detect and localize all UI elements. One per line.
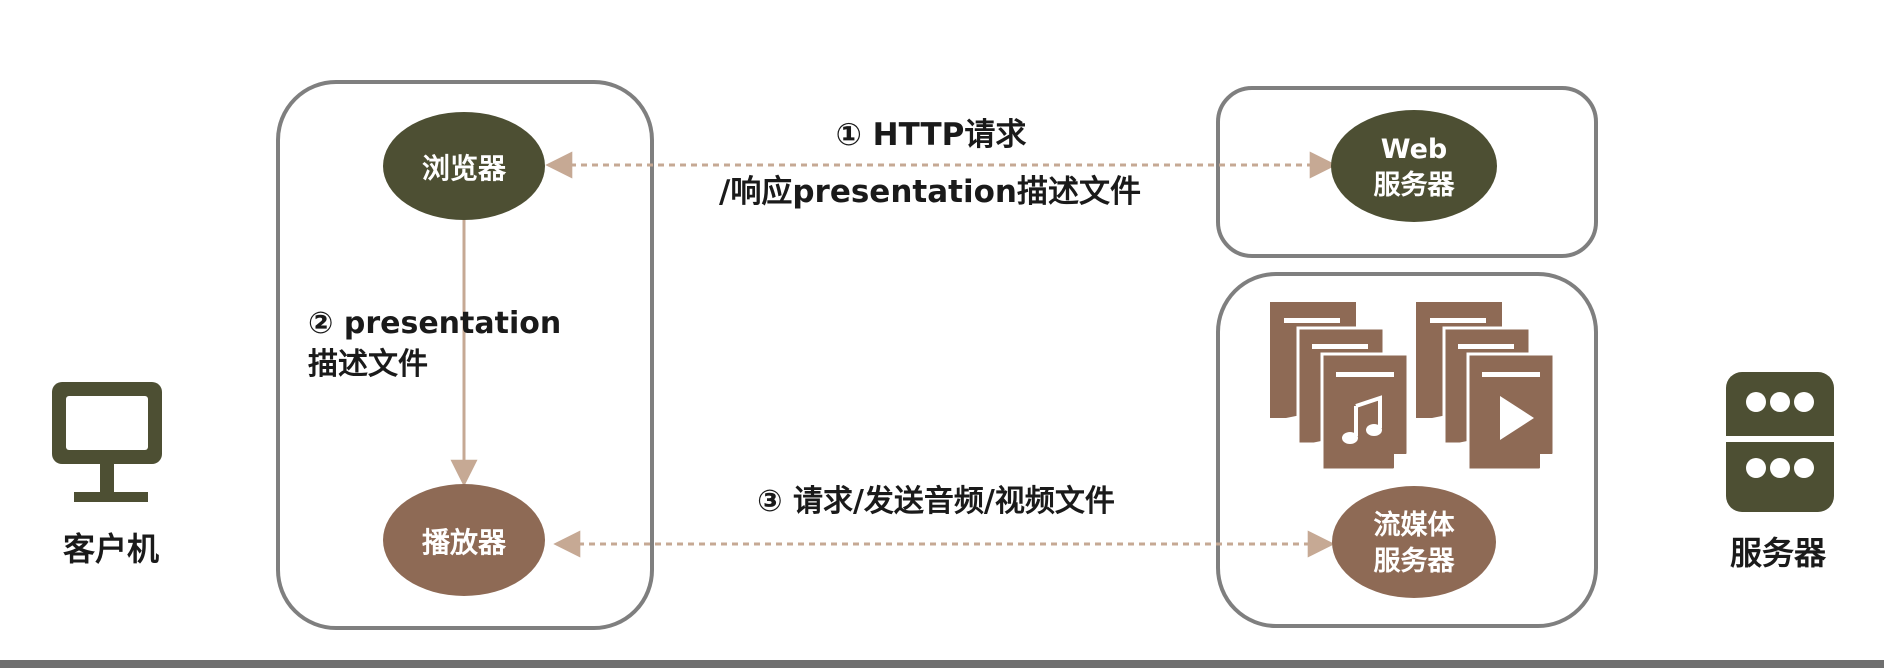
streaming-server-node [1332, 486, 1496, 598]
server-rack-icon [1726, 372, 1834, 512]
streaming-server-label-line1: 流媒体 [1374, 509, 1456, 541]
audio-file-stack-icon [1270, 302, 1410, 472]
browser-node [383, 112, 545, 220]
step1-label-line1: ① HTTP请求 [836, 117, 1027, 153]
server-label: 服务器 [1730, 534, 1827, 572]
client-container [276, 80, 654, 630]
client-label: 客户机 [63, 530, 159, 568]
web-server-label-line1: Web [1381, 134, 1447, 165]
step3-label: ③ 请求/发送音频/视频文件 [757, 484, 1115, 519]
player-label: 播放器 [422, 526, 507, 559]
browser-label: 浏览器 [422, 152, 507, 185]
step1-label-line2: /响应presentation描述文件 [719, 174, 1141, 210]
step2-label-line2: 描述文件 [308, 347, 428, 382]
web-server-node [1331, 110, 1497, 222]
streaming-server-label-line2: 服务器 [1374, 546, 1456, 577]
step2-label-line1: ② presentation [308, 306, 561, 341]
web-server-label-line2: 服务器 [1374, 170, 1456, 201]
video-file-stack-icon [1416, 302, 1556, 472]
bottom-divider [0, 660, 1884, 668]
monitor-icon [52, 382, 162, 502]
streaming-server-container [1216, 272, 1598, 628]
player-node [383, 484, 545, 596]
